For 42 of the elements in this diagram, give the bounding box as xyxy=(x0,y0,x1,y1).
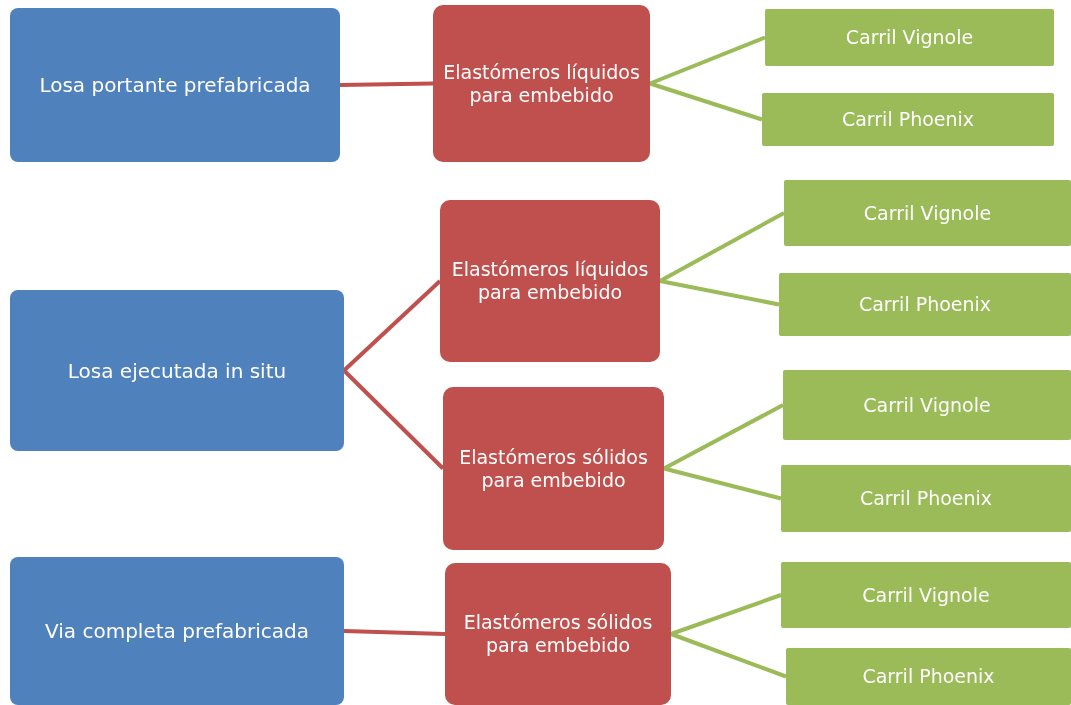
connector-line xyxy=(342,279,442,372)
node-label: Elastómeros sólidos para embebido xyxy=(458,445,649,492)
node-label: Carril Vignole xyxy=(863,201,992,225)
connector-line xyxy=(339,81,434,87)
rail-box xyxy=(786,648,1071,705)
node-label: Elastómeros sólidos para embebido xyxy=(462,611,654,657)
node-label: Elastómeros líquidos para embebido xyxy=(442,60,641,107)
rail-box xyxy=(762,93,1054,146)
material-box xyxy=(445,563,671,705)
rail-box xyxy=(784,180,1071,246)
node-label: Carril Phoenix xyxy=(859,487,993,510)
node-label: Via completa prefabricada xyxy=(45,619,309,643)
connector-line xyxy=(659,211,785,283)
material-box xyxy=(443,387,664,550)
connector-line xyxy=(663,403,784,471)
connector-line xyxy=(670,593,782,636)
rail-box xyxy=(765,9,1054,66)
node-label: Carril Vignole xyxy=(863,393,991,417)
category-box xyxy=(10,8,340,162)
connector-line xyxy=(342,369,445,470)
connector-line xyxy=(670,632,787,679)
category-box xyxy=(10,557,344,705)
node-label: Losa ejecutada in situ xyxy=(67,358,287,383)
node-label: Carril Phoenix xyxy=(858,293,992,316)
rail-box xyxy=(781,465,1071,532)
node-label: Carril Vignole xyxy=(845,26,974,49)
connector-line xyxy=(343,629,446,636)
node-label: Carril Phoenix xyxy=(862,665,995,688)
node-label: Carril Phoenix xyxy=(841,108,975,131)
rail-box xyxy=(779,273,1071,336)
connector-line xyxy=(663,466,782,501)
rail-box xyxy=(783,370,1071,440)
category-box xyxy=(10,290,344,451)
connector-line xyxy=(659,279,780,307)
node-label: Elastómeros líquidos para embebido xyxy=(450,258,650,304)
material-box xyxy=(433,5,650,162)
node-label: Losa portante prefabricada xyxy=(39,73,311,97)
connector-line xyxy=(649,35,766,86)
rail-box xyxy=(781,562,1071,628)
material-box xyxy=(440,200,660,362)
connector-line xyxy=(649,81,763,122)
node-label: Carril Vignole xyxy=(862,583,990,607)
